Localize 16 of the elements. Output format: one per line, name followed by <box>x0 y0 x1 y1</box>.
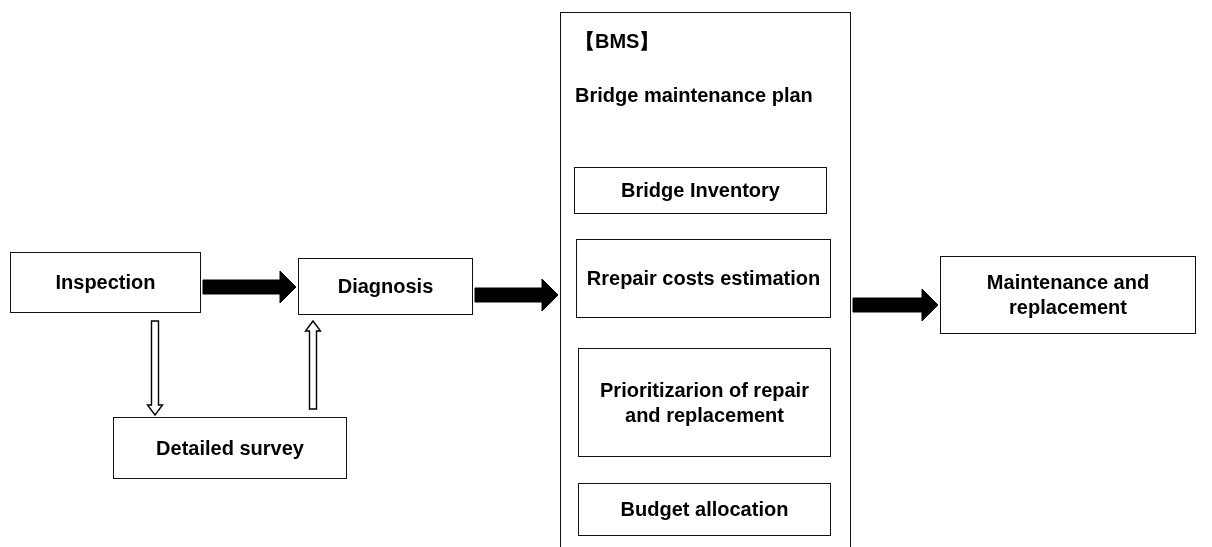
group-box <box>560 12 851 547</box>
block-arrow <box>202 270 297 304</box>
block-arrow <box>852 288 939 322</box>
process-box: Prioritizarion of repair and replacement <box>578 348 831 457</box>
process-box: Detailed survey <box>113 417 347 479</box>
block-arrow <box>474 278 559 312</box>
hollow-arrow <box>146 320 164 417</box>
process-box: Diagnosis <box>298 258 473 315</box>
group-heading: 【BMS】 <box>575 29 661 54</box>
process-box: Budget allocation <box>578 483 831 536</box>
process-box: Bridge Inventory <box>574 167 827 214</box>
process-box: Rrepair costs estimation <box>576 239 831 318</box>
process-box: Inspection <box>10 252 201 313</box>
group-subheading: Bridge maintenance plan <box>575 83 814 108</box>
process-box: Maintenance and replacement <box>940 256 1196 334</box>
hollow-arrow <box>304 319 322 410</box>
